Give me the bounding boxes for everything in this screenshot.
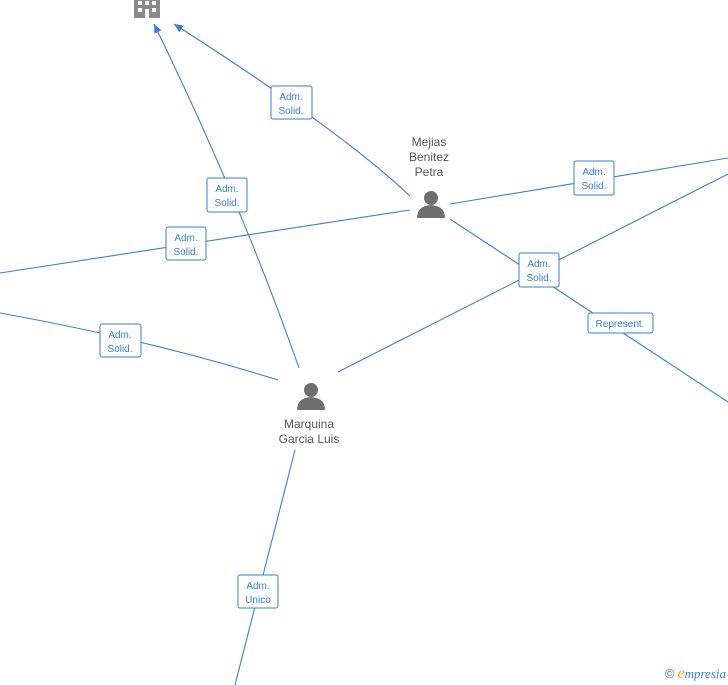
edge-label-adm-solid[interactable]: Adm. Solid.: [573, 160, 615, 196]
empresia-logo: ©empresia: [665, 665, 726, 683]
edge-mejias-company[interactable]: [173, 23, 411, 197]
node-label-line: Mejias: [412, 135, 447, 149]
edge-label-line: Solid.: [107, 344, 132, 355]
edge-label-adm-solid[interactable]: Adm. Solid.: [99, 323, 142, 358]
edge-label-line: Adm.: [582, 167, 605, 178]
person-icon: [297, 383, 325, 410]
company-node[interactable]: [134, 0, 160, 18]
edge-labels: Adm. Solid. Adm. Solid. Adm. Solid. Adm.…: [99, 85, 654, 609]
edge-label-line: Adm.: [215, 184, 238, 195]
brand-name: mpresia: [684, 666, 726, 681]
edge-label-line: Unico: [245, 595, 271, 606]
brand-e: e: [677, 665, 685, 682]
edge-label-adm-unico[interactable]: Adm. Unico: [237, 574, 279, 609]
edge-label-line: Adm.: [174, 233, 197, 244]
copyright-symbol: ©: [664, 666, 675, 681]
edge-label-line: Solid.: [278, 106, 303, 117]
edge-label-adm-solid[interactable]: Adm. Solid.: [518, 252, 560, 288]
edge-label-line: Solid.: [581, 181, 606, 192]
edge-label-line: Solid.: [214, 198, 239, 209]
edge-label-adm-solid[interactable]: Adm. Solid.: [206, 177, 248, 213]
node-label-line: Petra: [415, 165, 444, 179]
node-label-line: Garcia Luis: [279, 432, 340, 446]
edge-label-adm-solid[interactable]: Adm. Solid.: [165, 226, 207, 261]
person-node-mejias[interactable]: Mejias Benitez Petra: [409, 135, 449, 218]
edge-marquina-bottom[interactable]: [234, 449, 296, 685]
edge-label-line: Solid.: [173, 247, 198, 258]
edge-label-line: Adm.: [108, 330, 131, 341]
edge-label-line: Adm.: [246, 581, 269, 592]
person-icon: [417, 191, 445, 218]
edge-label-line: Adm.: [279, 92, 302, 103]
edge-label-line: Adm.: [527, 259, 550, 270]
edge-label-line: Solid.: [526, 273, 551, 284]
edge-mejias-lower-right[interactable]: [449, 218, 728, 403]
person-node-marquina[interactable]: Marquina Garcia Luis: [279, 383, 340, 446]
edge-label-line: Represent.: [596, 319, 645, 330]
node-label-line: Benitez: [409, 150, 449, 164]
node-label-line: Marquina: [284, 417, 334, 431]
edge-label-represent[interactable]: Represent.: [587, 312, 654, 334]
building-icon: [134, 0, 160, 18]
edge-label-adm-solid[interactable]: Adm. Solid.: [270, 85, 313, 120]
edge-marquina-left[interactable]: [0, 312, 279, 381]
